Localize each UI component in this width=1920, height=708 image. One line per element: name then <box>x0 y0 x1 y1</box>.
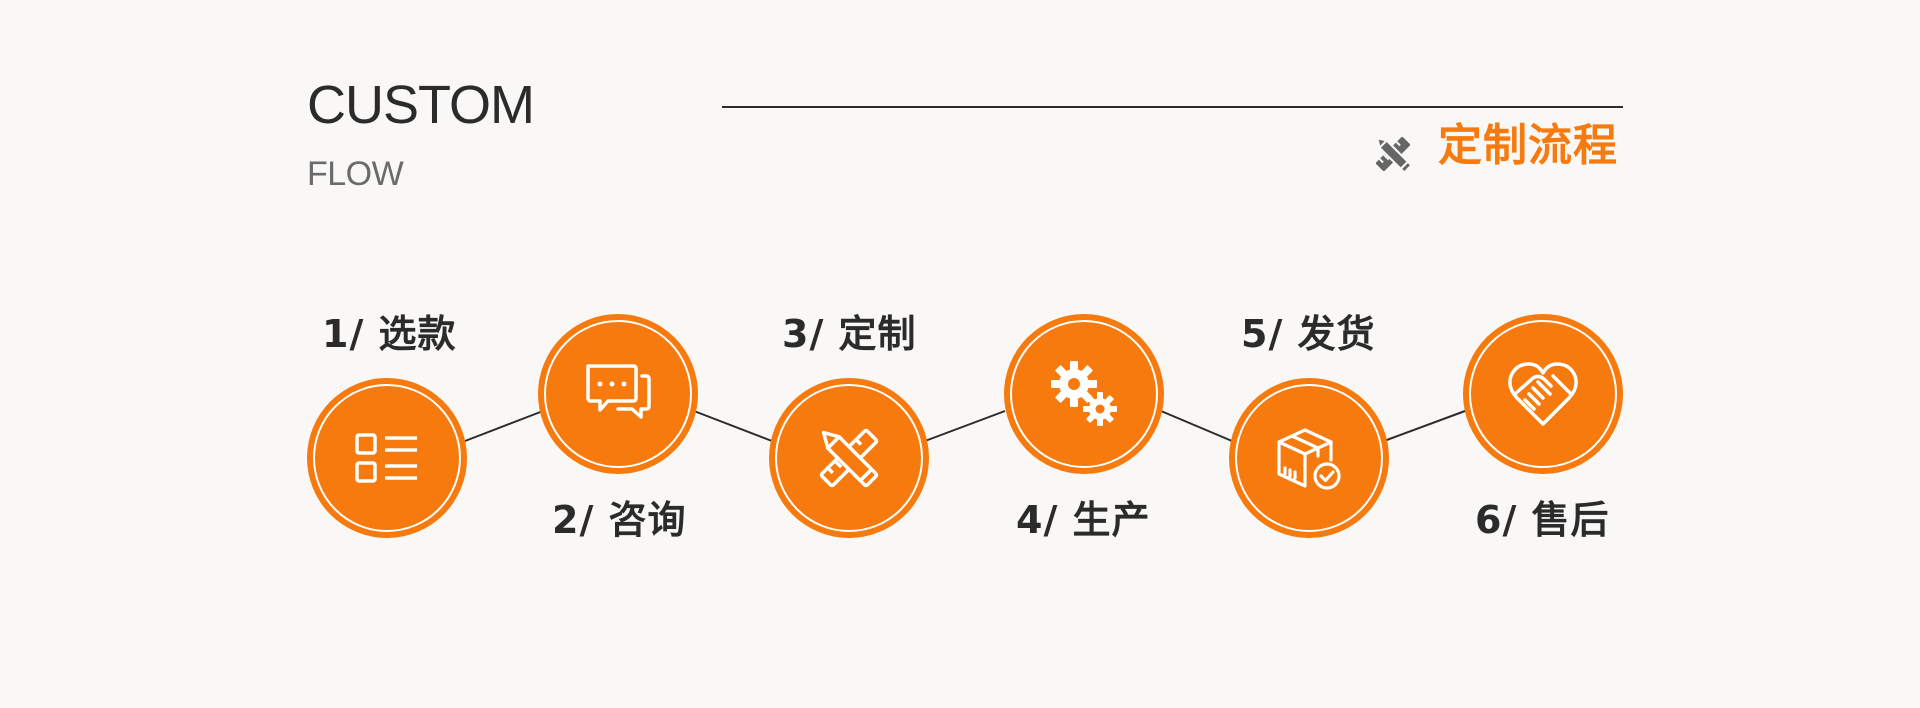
handshake-heart-icon <box>1508 362 1578 426</box>
connector-4-5 <box>1160 410 1233 442</box>
pencil-ruler-icon <box>1375 136 1412 173</box>
connector-1-2 <box>464 410 544 442</box>
step-2-label: 2/ 咨询 <box>552 498 687 542</box>
step-6-circle <box>1463 314 1623 474</box>
step-1-circle <box>307 378 467 538</box>
chat-bubbles-icon <box>586 364 651 419</box>
list-icon <box>355 433 417 483</box>
header-divider <box>722 106 1623 108</box>
step-4-circle <box>1004 314 1164 474</box>
heading-custom: CUSTOM <box>307 75 535 135</box>
page-title: 定制流程 <box>1438 120 1618 171</box>
step-5-circle <box>1229 378 1389 538</box>
step-3-label: 3/ 定制 <box>782 312 917 356</box>
gears-icon <box>1051 361 1117 426</box>
step-6-label: 6/ 售后 <box>1475 498 1610 542</box>
step-4-label: 4/ 生产 <box>1016 498 1151 542</box>
step-1-label: 1/ 选款 <box>322 312 457 356</box>
pencil-ruler-icon <box>819 428 879 488</box>
connector-2-3 <box>693 410 773 442</box>
connector-3-4 <box>924 410 1006 442</box>
step-5-label: 5/ 发货 <box>1241 312 1376 356</box>
package-check-icon <box>1277 428 1341 490</box>
step-2-circle <box>538 314 698 474</box>
connector-5-6 <box>1383 410 1466 442</box>
heading-flow: FLOW <box>307 155 404 193</box>
step-3-circle <box>769 378 929 538</box>
